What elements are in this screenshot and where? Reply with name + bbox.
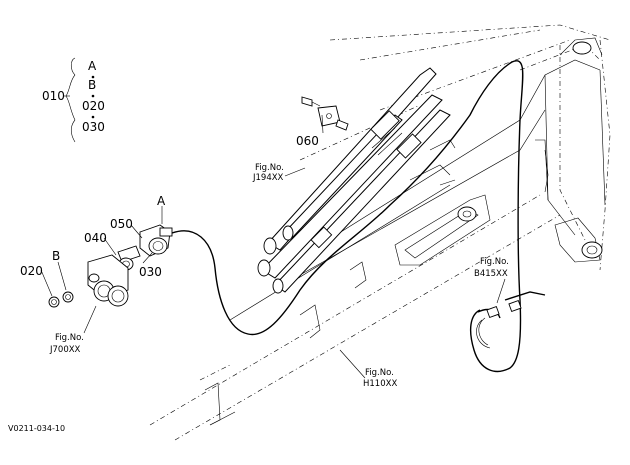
bracket-060 bbox=[301, 96, 349, 131]
callout-050: 050 bbox=[110, 217, 133, 231]
callout-b-connector: B bbox=[52, 249, 60, 263]
callout-a-group: A bbox=[88, 59, 97, 73]
leader-lines bbox=[40, 57, 506, 379]
wire-harness bbox=[171, 60, 546, 373]
hydraulic-hoses bbox=[257, 67, 451, 294]
fig-ref-j700-number: J700XX bbox=[49, 345, 81, 355]
callout-020: 020 bbox=[20, 264, 43, 278]
drawing-code: V0211-034-10 bbox=[8, 424, 65, 433]
boom-body bbox=[204, 37, 606, 426]
fig-ref-b415-number: B415XX bbox=[474, 269, 508, 279]
figure-references: Fig.No. J194XX Fig.No. B415XX Fig.No. J7… bbox=[49, 163, 509, 389]
callout-060: 060 bbox=[296, 134, 319, 148]
callout-030-group: 030 bbox=[82, 120, 105, 134]
callout-labels: 010 A B 020 030 060 A 050 040 B 020 030 bbox=[20, 59, 319, 279]
callout-020-group: 020 bbox=[82, 99, 105, 113]
callout-030: 030 bbox=[139, 265, 162, 279]
fig-ref-h110-label: Fig.No. bbox=[365, 368, 394, 378]
fig-ref-h110-number: H110XX bbox=[363, 379, 397, 389]
fig-ref-j194-label: Fig.No. bbox=[255, 163, 284, 173]
callout-a-connector: A bbox=[157, 194, 166, 208]
separator-dot bbox=[91, 115, 95, 119]
separator-dot bbox=[91, 94, 95, 98]
callout-b-group: B bbox=[88, 78, 96, 92]
callout-010: 010 bbox=[42, 89, 65, 103]
fig-ref-j700-label: Fig.No. bbox=[55, 333, 84, 343]
connector-assembly bbox=[48, 224, 173, 308]
fig-ref-j194-number: J194XX bbox=[252, 173, 284, 183]
callout-040: 040 bbox=[84, 231, 107, 245]
fig-ref-b415-label: Fig.No. bbox=[480, 257, 509, 267]
separator-dot bbox=[91, 75, 95, 79]
